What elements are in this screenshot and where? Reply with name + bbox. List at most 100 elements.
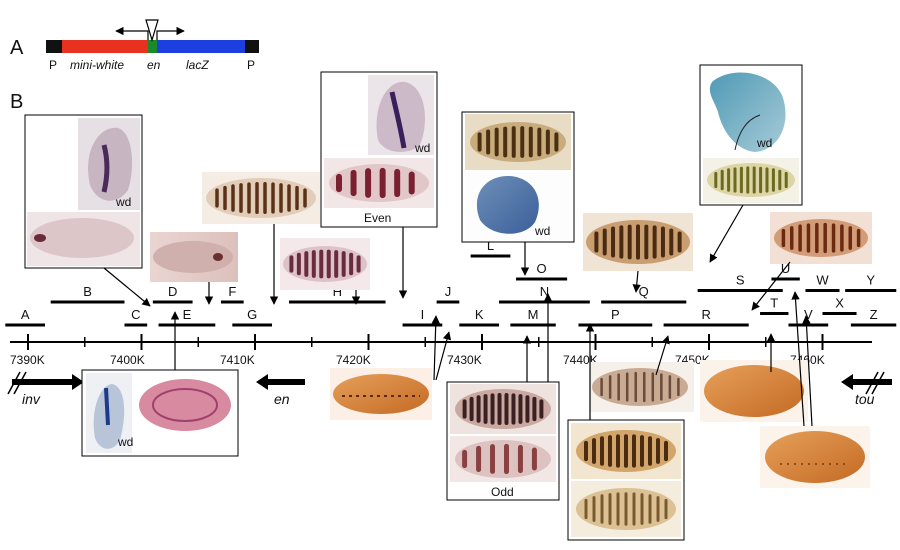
embryo-stripe	[677, 377, 680, 397]
embryo-shape	[333, 374, 429, 414]
embryo-stripe	[525, 395, 530, 423]
en-construct-label: en	[147, 58, 161, 72]
inset-w	[770, 212, 872, 264]
embryo-stripes	[336, 167, 415, 199]
embryo-stripe	[462, 449, 468, 469]
embryo-stripe	[733, 167, 737, 193]
segment-p-label: P	[611, 307, 620, 322]
embryo-stripes	[289, 249, 361, 279]
embryo-stripe	[831, 223, 836, 253]
embryo-stripe	[287, 184, 291, 212]
embryo-stripe	[304, 251, 309, 277]
embryo-stripe	[271, 182, 275, 214]
construct-left-p-label: P	[49, 58, 57, 72]
inv-break-mark-icon	[13, 371, 27, 395]
wd-caption: wd	[414, 141, 430, 155]
embryo-stripe	[503, 443, 509, 475]
embryo-stripes	[215, 182, 307, 214]
segment-g-label: G	[247, 307, 257, 322]
arrow-to-r	[655, 335, 670, 376]
embryo-stripe	[648, 436, 652, 466]
inset-c: wd	[24, 114, 143, 269]
embryo-stripe	[746, 166, 750, 194]
embryo-shape	[704, 365, 804, 417]
embryo-stripe	[531, 447, 537, 471]
embryo-stripe	[765, 167, 769, 193]
embryo-stripe	[319, 249, 324, 279]
embryo-shape	[139, 379, 231, 431]
wd-caption: wd	[756, 136, 772, 150]
axis-ticks	[27, 334, 824, 350]
inset-q	[583, 213, 693, 271]
embryo-shape	[707, 163, 795, 197]
segment-c-label: C	[131, 307, 140, 322]
segment-i-label: I	[421, 307, 425, 322]
embryo-stripe	[664, 498, 668, 520]
embryo-stripe	[483, 394, 488, 424]
embryo-shape	[283, 246, 367, 282]
embryo-stripe	[326, 249, 331, 279]
embryo-stripe	[503, 126, 508, 158]
embryo-stripe	[727, 168, 731, 192]
axis-tick-labels: 7390K 7400K 7410K 7420K 7430K 7440K 7450…	[10, 353, 825, 367]
embryo-stripe	[554, 132, 559, 152]
embryo-stripe	[486, 129, 491, 155]
embryo-stripe	[840, 224, 844, 252]
embryo-stripe	[408, 171, 415, 195]
construct-diagram: P mini-white en lacZ P	[46, 19, 259, 72]
embryo-stripe	[365, 168, 372, 198]
embryo-shape	[470, 122, 566, 162]
segment-b-label: B	[83, 284, 92, 299]
tick-label: 7440K	[563, 353, 598, 367]
embryo-stripe	[656, 438, 660, 464]
embryo-stripe	[632, 434, 636, 468]
inset-e	[150, 232, 238, 282]
embryo-stain	[152, 388, 218, 422]
segment-f-label: F	[228, 284, 236, 299]
tick-label: 7410K	[220, 353, 255, 367]
mini-white-segment	[62, 40, 148, 53]
segment-n-label: N	[540, 284, 549, 299]
embryo-stripe	[669, 228, 674, 256]
embryo-stripe	[759, 166, 763, 194]
arrow-to-x	[802, 315, 813, 427]
embryo-stripe	[856, 228, 861, 248]
segment-h-label: H	[333, 284, 342, 299]
embryo-stripe	[640, 435, 644, 467]
segment-v-label: V	[804, 307, 813, 322]
embryo-stripe	[608, 435, 612, 467]
segment-x-label: X	[835, 296, 844, 311]
embryo-stripe	[640, 493, 644, 525]
embryo-stripes	[584, 434, 668, 468]
embryo-stripe	[539, 399, 544, 419]
wd-caption: wd	[117, 435, 133, 449]
construct-right-end	[245, 40, 259, 53]
embryo-shape	[30, 218, 134, 258]
embryo-stripe	[656, 496, 660, 522]
inset-s: wd	[699, 64, 803, 206]
embryo-stripe	[739, 166, 743, 194]
embryo-stripe	[644, 224, 649, 260]
embryo-stripe	[771, 168, 775, 192]
inset-wx	[760, 426, 870, 488]
embryo-stripe	[231, 184, 235, 212]
segment-l-label: L	[487, 238, 494, 253]
segment-k-label: K	[475, 307, 484, 322]
tou-arrow-icon	[841, 374, 853, 390]
embryo-stripe	[263, 182, 267, 214]
inset-p	[567, 419, 685, 541]
wing-disc-shape	[709, 72, 786, 152]
embryo-stripe	[349, 252, 354, 276]
lacz-segment	[157, 40, 245, 53]
embryo-stripe	[778, 169, 782, 191]
mini-white-label: mini-white	[70, 58, 124, 72]
embryo-stripe	[490, 444, 496, 474]
arrow-to-q	[632, 270, 641, 293]
segment-e-label: E	[183, 307, 192, 322]
embryo-stripe	[528, 126, 533, 158]
segment-o-label: O	[537, 261, 547, 276]
inset-i: wd Even	[320, 71, 438, 228]
embryo-stripe	[379, 167, 386, 199]
